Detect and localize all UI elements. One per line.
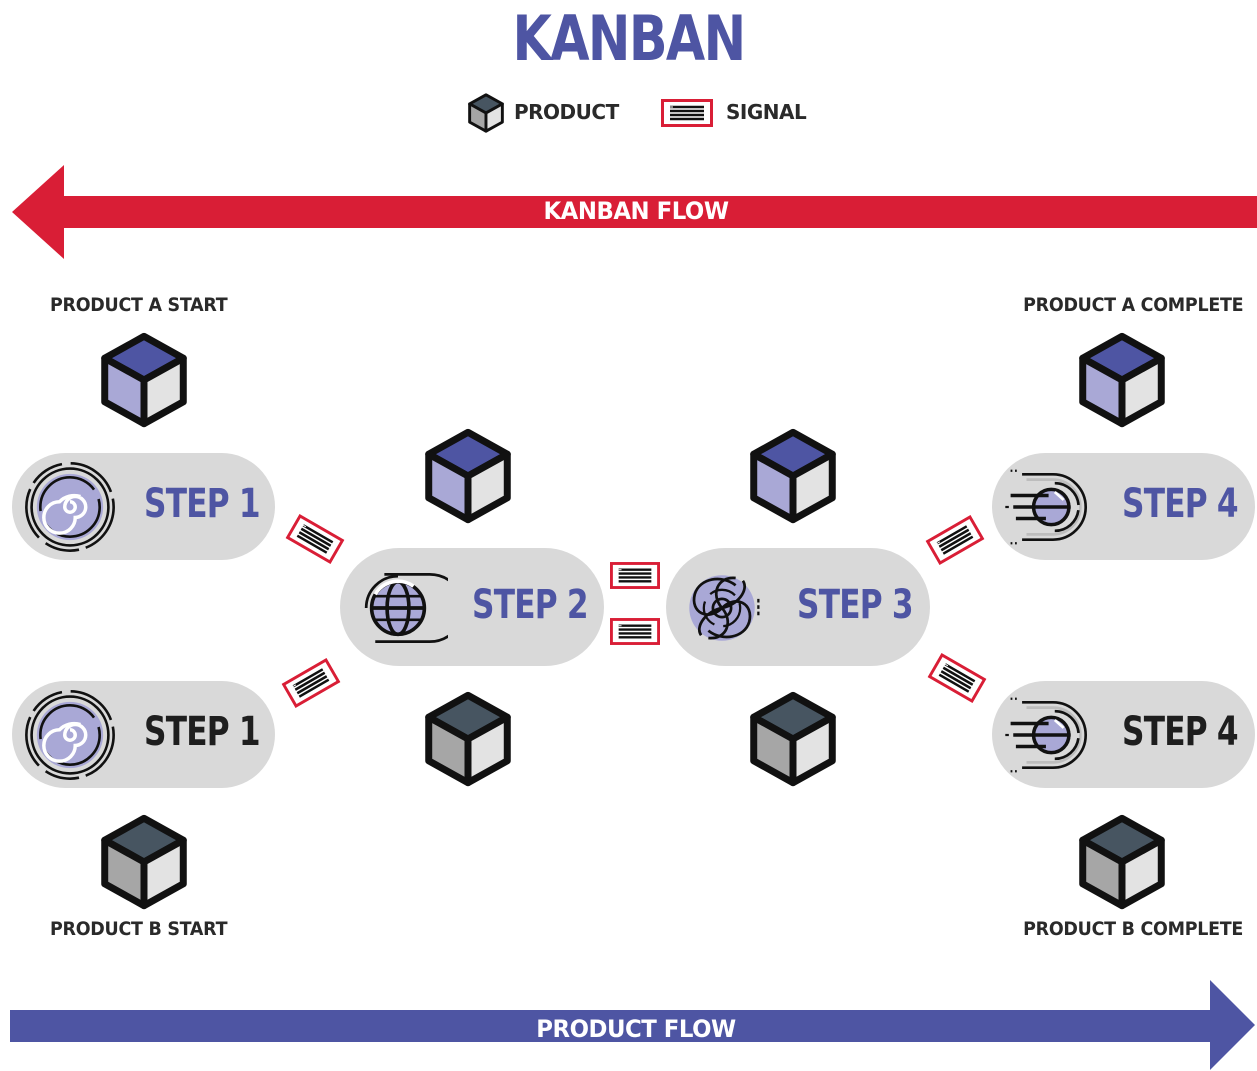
signal-card-icon (281, 658, 340, 708)
step-4a-label: STEP 4 (1122, 481, 1239, 527)
product-a-cube-icon (1078, 332, 1166, 428)
step-1a-pill: STEP 1 (12, 453, 275, 560)
product-flow-label: PRODUCT FLOW (536, 1015, 736, 1043)
step-3-pill: STEP 3 (666, 548, 930, 666)
kanban-flow-arrow (0, 163, 1257, 261)
step-2-label: STEP 2 (472, 582, 589, 628)
fast-planet-icon (1000, 685, 1106, 785)
legend-signal-label: SIGNAL (726, 100, 807, 124)
product-b-start-label: PRODUCT B START (50, 918, 228, 940)
step-1b-pill: STEP 1 (12, 681, 275, 788)
legend-product-icon (467, 93, 505, 133)
step-2-pill: STEP 2 (340, 548, 604, 666)
step-1b-label: STEP 1 (144, 709, 261, 755)
legend-signal-icon (660, 99, 714, 127)
step-4b-label: STEP 4 (1122, 709, 1239, 755)
kanban-flow-label: KANBAN FLOW (543, 197, 729, 225)
spiral-icon (22, 687, 118, 783)
legend-product-label: PRODUCT (514, 100, 619, 124)
step-4b-pill: STEP 4 (992, 681, 1255, 788)
product-b-cube-icon (749, 691, 837, 787)
product-b-complete-label: PRODUCT B COMPLETE (1023, 918, 1243, 940)
fast-planet-icon (1000, 457, 1106, 557)
product-b-cube-icon (1078, 814, 1166, 910)
spiral-icon (22, 459, 118, 555)
signal-card-icon (285, 514, 344, 564)
product-flow-arrow (0, 980, 1257, 1071)
signal-card-icon (925, 515, 984, 565)
swirl-icon (672, 558, 772, 658)
signal-card-icon (610, 562, 660, 589)
step-4a-pill: STEP 4 (992, 453, 1255, 560)
signal-card-icon (927, 653, 986, 703)
product-b-cube-icon (424, 691, 512, 787)
product-a-cube-icon (749, 428, 837, 524)
globe-icon (348, 558, 448, 658)
product-a-cube-icon (100, 332, 188, 428)
page-title: KANBAN (512, 2, 746, 75)
product-a-complete-label: PRODUCT A COMPLETE (1022, 294, 1243, 316)
signal-card-icon (610, 618, 660, 645)
step-3-label: STEP 3 (797, 582, 914, 628)
product-a-cube-icon (424, 428, 512, 524)
step-1a-label: STEP 1 (144, 481, 261, 527)
product-a-start-label: PRODUCT A START (50, 294, 228, 316)
product-b-cube-icon (100, 814, 188, 910)
